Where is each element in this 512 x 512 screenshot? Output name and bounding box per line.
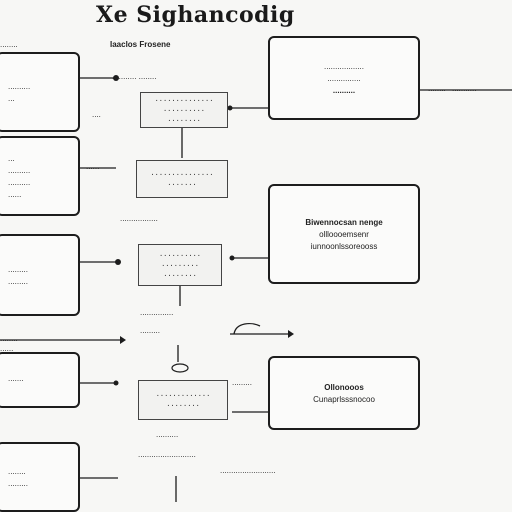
diagram-subtitle: Iaaclos Frosene [110, 40, 171, 49]
center-box-3-line-1: .......... [158, 251, 201, 259]
left-box-4-line-1: ....... [8, 374, 24, 383]
right-box-3-line-1: Ollonooos [324, 382, 364, 392]
diagram-title: Xe Sighancodig [96, 2, 295, 28]
center-box-1-line-2: .......... [162, 106, 205, 114]
left-box-5-line-2: ......... [8, 478, 29, 488]
left-box-2-line-2: .......... [8, 165, 31, 175]
center-box-1-line-3: ........ [167, 116, 201, 124]
mid-label-7: .......................... [138, 450, 196, 459]
mid-label-8: ......................... [220, 466, 276, 475]
node-dot-4 [229, 255, 235, 261]
center-box-2: ............... ....... [136, 160, 228, 198]
left-box-1-line-1: .......... [8, 81, 31, 91]
center-box-3: .......... ......... ........ [138, 244, 222, 286]
node-dot-5 [227, 105, 233, 111]
connector-curve [233, 322, 261, 335]
mid-label-5: ......... [140, 326, 161, 335]
left-box-4: ....... [0, 352, 80, 408]
left-box-3: ......... ......... [0, 234, 80, 316]
right-small-label-1: ........ [428, 84, 446, 93]
right-box-3-line-2: Cunaprlsssnocoo [313, 394, 375, 404]
right-box-2-line-2: ollloooemsenr [319, 229, 369, 239]
left-box-3-line-2: ......... [8, 276, 29, 286]
right-box-2-line-1: Biwennocsan nenge [305, 217, 383, 227]
left-box-2-line-3: .......... [8, 177, 31, 187]
left-box-1: .......... ... [0, 52, 80, 132]
mid-label-2: .... [92, 110, 101, 119]
center-box-3-line-3: ........ [163, 271, 197, 279]
right-box-2: Biwennocsan nenge ollloooemsenr iunnoonl… [268, 184, 420, 284]
arrow-head-1 [288, 330, 294, 338]
left-box-2-line-4: ...... [8, 189, 22, 199]
mid-label-4: ............... [140, 308, 174, 317]
left-box-5-line-1: ........ [8, 466, 26, 476]
right-box-3: Ollonooos Cunaprlsssnocoo [268, 356, 420, 430]
left-small-label-4: ...... [0, 344, 14, 353]
left-box-1-line-2: ... [8, 93, 15, 103]
left-box-2-line-1: ... [8, 153, 15, 163]
right-box-1-line-1: .................. [323, 61, 364, 71]
center-box-4-line-2: ........ [166, 401, 200, 409]
left-small-label-3: ........ [0, 334, 18, 343]
center-box-4: ............. ........ [138, 380, 228, 420]
right-box-1-line-2: ............... [327, 73, 361, 83]
right-box-1-line-3: .......... [332, 85, 356, 95]
left-small-label-2: ...... [86, 162, 100, 171]
left-box-5: ........ ......... [0, 442, 80, 512]
arrow-head-2 [120, 336, 126, 344]
left-small-label-1: ........ [0, 40, 18, 49]
right-box-2-line-3: iunnoonlssoreooss [310, 241, 378, 251]
left-box-3-line-1: ......... [8, 264, 29, 274]
mid-label-6: .......... [156, 430, 179, 439]
right-small-label-2: ........... [452, 84, 477, 93]
center-box-1-line-1: .............. [154, 96, 214, 104]
node-dot-1 [113, 75, 119, 81]
center-box-1: .............. .......... ........ [140, 92, 228, 128]
center-box-2-line-1: ............... [150, 170, 214, 178]
mid-label-3: ................. [120, 214, 158, 223]
center-box-2-line-2: ....... [167, 180, 197, 188]
right-box-1: .................. ............... .....… [268, 36, 420, 120]
left-box-2: ... .......... .......... ...... [0, 136, 80, 216]
center-box-4-line-1: ............. [155, 391, 211, 399]
node-oval [171, 363, 189, 373]
center-box-3-line-2: ......... [161, 261, 199, 269]
node-dot-3 [113, 380, 119, 386]
mid-label-1: ........... ........ [112, 72, 157, 81]
node-dot-2 [115, 259, 121, 265]
right-small-label-3: ......... [232, 378, 253, 387]
